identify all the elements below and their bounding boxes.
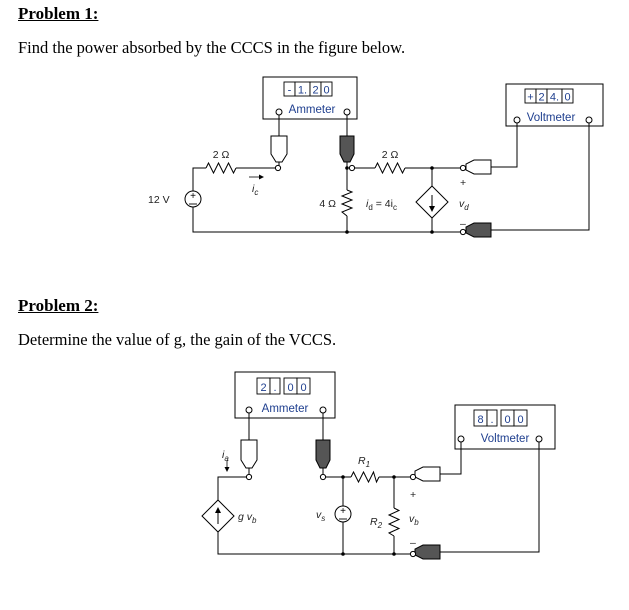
voltmeter-2-digit-0: 8 <box>477 414 483 426</box>
problem2-circuit: 2 . 0 0 Ammeter 8 . 0 0 Voltmeter <box>201 371 556 560</box>
resistor-4ohm-label: 4 Ω <box>319 198 336 210</box>
problem1-circuit: - 1. 2 0 Ammeter + 2 4. 0 Voltmeter <box>148 76 604 238</box>
problem2-title: Problem 2: <box>18 296 99 315</box>
voltmeter-1-digit-3: 0 <box>564 92 570 104</box>
voltmeter-1-label: Voltmeter <box>527 112 576 124</box>
svg-text:+: + <box>340 506 346 517</box>
source-label-12v: 12 V <box>148 194 170 206</box>
cccs-label: id = 4ic <box>366 198 397 212</box>
ammeter-2-digit-0: 2 <box>260 382 266 394</box>
voltmeter-2-digit-2: 0 <box>504 414 510 426</box>
r1-label: R1 <box>358 455 370 469</box>
resistor-2ohm-left <box>205 161 237 175</box>
voltage-source-vs: + <box>334 505 352 523</box>
vd-minus: – <box>460 218 466 230</box>
resistor-r2 <box>387 507 401 537</box>
vb-label: vb <box>409 513 419 527</box>
ia-label: ia <box>222 449 229 463</box>
voltmeter-2-digit-3: 0 <box>517 414 523 426</box>
ammeter-1-digit-2: 2 <box>312 85 318 97</box>
vs-label: vs <box>316 509 325 523</box>
ammeter-1-digit-3: 0 <box>323 85 329 97</box>
resistor-r1 <box>350 470 380 484</box>
probes-1 <box>270 135 492 238</box>
ammeter-1: - 1. 2 0 Ammeter <box>262 76 358 120</box>
ammeter-1-label: Ammeter <box>289 104 336 116</box>
problem1-statement: Find the power absorbed by the CCCS in t… <box>18 38 406 57</box>
voltmeter-1: + 2 4. 0 Voltmeter <box>505 83 604 127</box>
resistor-2ohm-right-label: 2 Ω <box>382 149 399 161</box>
vb-minus: – <box>410 537 416 549</box>
ammeter-2-label: Ammeter <box>262 403 309 415</box>
voltmeter-1-digit-0: + <box>527 92 533 104</box>
ammeter-1-digit-0: - <box>288 85 292 97</box>
ammeter-2-digit-1: . <box>273 382 276 394</box>
voltmeter-2-digit-1: . <box>490 414 493 426</box>
vb-plus: + <box>410 489 416 501</box>
problem2-statement: Determine the value of g, the gain of th… <box>18 330 337 349</box>
ammeter-1-digit-1: 1. <box>298 85 307 97</box>
voltmeter-1-digit-1: 2 <box>538 92 544 104</box>
resistor-2ohm-right <box>374 161 406 175</box>
resistor-2ohm-left-label: 2 Ω <box>213 149 230 161</box>
vccs-source <box>201 499 235 533</box>
vd-plus: + <box>460 177 466 189</box>
voltmeter-1-digit-2: 4. <box>550 92 559 104</box>
voltage-source-12v: + <box>184 190 202 208</box>
current-ic-label: ic <box>252 183 258 197</box>
vd-label: vd <box>459 198 469 212</box>
voltmeter-2-label: Voltmeter <box>481 433 530 445</box>
problem1-title: Problem 1: <box>18 4 99 23</box>
ammeter-2: 2 . 0 0 Ammeter <box>234 371 336 419</box>
resistor-4ohm <box>340 189 354 217</box>
probes-2 <box>240 439 441 560</box>
cccs-source <box>415 185 449 219</box>
r2-label: R2 <box>370 516 383 530</box>
ammeter-2-digit-3: 0 <box>300 382 306 394</box>
voltmeter-2: 8 . 0 0 Voltmeter <box>454 404 556 450</box>
ammeter-2-digit-2: 0 <box>287 382 293 394</box>
vccs-label: g vb <box>238 511 257 525</box>
svg-text:+: + <box>190 191 196 202</box>
